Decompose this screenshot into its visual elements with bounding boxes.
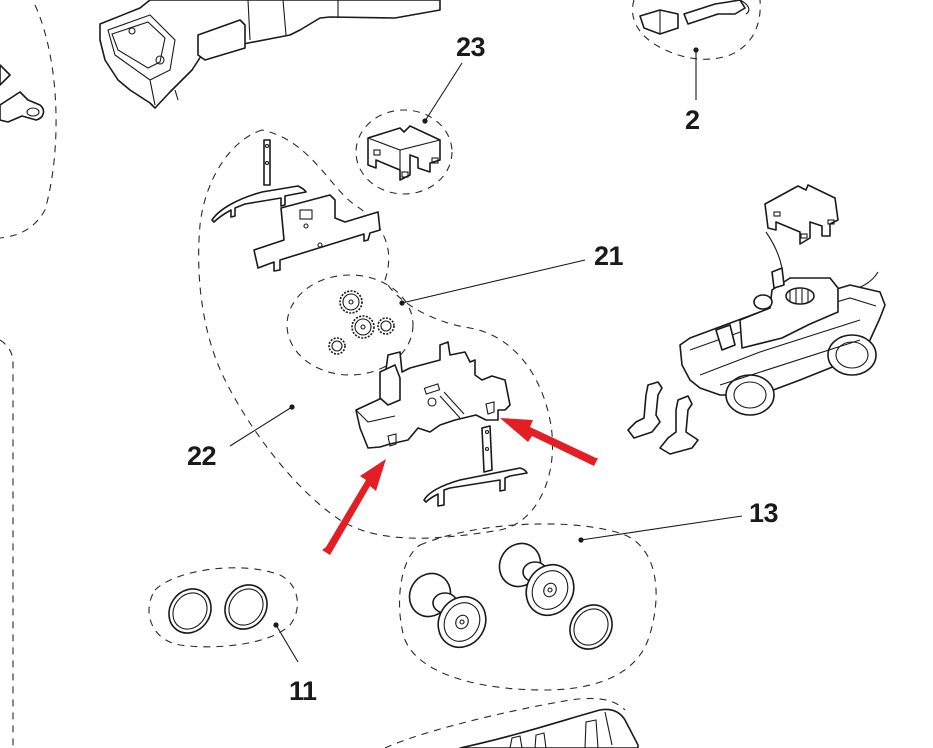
group-left-outline [0, 339, 14, 748]
callout-13: 13 [749, 498, 779, 528]
part-assembled-bogie [679, 184, 886, 416]
callout-23: 23 [456, 32, 486, 62]
callout-11: 11 [289, 676, 317, 706]
red-arrow-right [500, 418, 598, 466]
part-tyre-1 [168, 588, 212, 634]
part-body-bottom-partial [384, 697, 639, 748]
part-contact-wiper-lower [423, 425, 528, 507]
part-contact-wiper-upper [211, 139, 307, 223]
part-coupler-block [639, 9, 679, 35]
part-wheelset-2 [498, 542, 575, 617]
group-wheelsets [398, 515, 743, 691]
group-bogie-frame [198, 129, 586, 539]
part-gear-4 [328, 337, 346, 355]
part-coupler-bracket-left [0, 64, 45, 123]
part-tyre-2 [224, 584, 268, 630]
part-contact-plate [253, 194, 381, 272]
part-coupler-pins [627, 381, 699, 455]
part-wheelset-1 [408, 572, 487, 649]
part-chassis-body [99, 0, 441, 109]
group-cover-clip [355, 62, 463, 195]
group-gears [328, 290, 395, 355]
red-arrow-left [322, 459, 386, 555]
part-bogie-frame [355, 341, 511, 449]
group-traction-tyres [148, 567, 299, 663]
part-cover-clip [367, 125, 441, 181]
part-coupler-arm [683, 0, 750, 25]
callout-22: 22 [187, 441, 217, 471]
callout-2: 2 [685, 105, 700, 135]
part-gear-1 [339, 290, 363, 314]
group-couplers [632, 0, 761, 100]
group-top-left-partial [0, 4, 57, 239]
part-gear-2 [351, 315, 375, 339]
part-gear-3 [377, 317, 395, 335]
callout-21: 21 [594, 241, 624, 271]
part-tyre-single [569, 604, 613, 650]
